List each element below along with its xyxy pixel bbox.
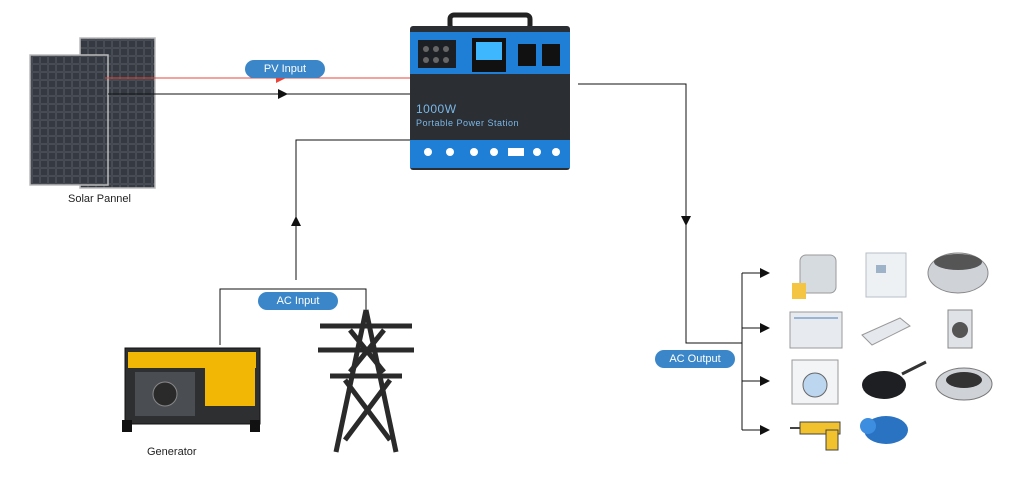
power-drill-icon [790, 421, 841, 451]
station-power-label: 1000W [416, 102, 457, 116]
juicer-icon [792, 254, 837, 299]
water-pump-icon [860, 416, 908, 444]
washing-machine-icon [791, 359, 839, 405]
pv-arrow-icon [278, 89, 288, 99]
ac-input-line [295, 139, 410, 280]
fridge-icon [865, 252, 907, 298]
waffle-iron-icon [935, 367, 993, 401]
output-branches [742, 268, 770, 435]
generator-icon [122, 347, 261, 432]
ac-input-label: AC Input [258, 292, 338, 310]
frying-pan-icon [862, 360, 927, 399]
ac-output-line [578, 83, 742, 344]
ac-output-arrow-icon [681, 216, 691, 226]
dishwasher-icon [789, 311, 843, 349]
generator-caption: Generator [147, 446, 197, 458]
rice-cooker-icon [927, 252, 989, 294]
power-station-icon [410, 12, 570, 170]
hand-mixer-icon [861, 317, 911, 346]
solar-panel-caption: Solar Pannel [68, 193, 131, 205]
ac-input-arrow-icon [291, 216, 301, 226]
blender-icon [947, 309, 973, 349]
ac-source-bracket [219, 288, 367, 345]
ac-output-label: AC Output [655, 350, 735, 368]
transmission-tower-icon [318, 309, 414, 453]
station-subtitle-label: Portable Power Station [416, 118, 520, 128]
solar-panel-icon [29, 37, 156, 189]
pv-input-label: PV Input [245, 60, 325, 78]
